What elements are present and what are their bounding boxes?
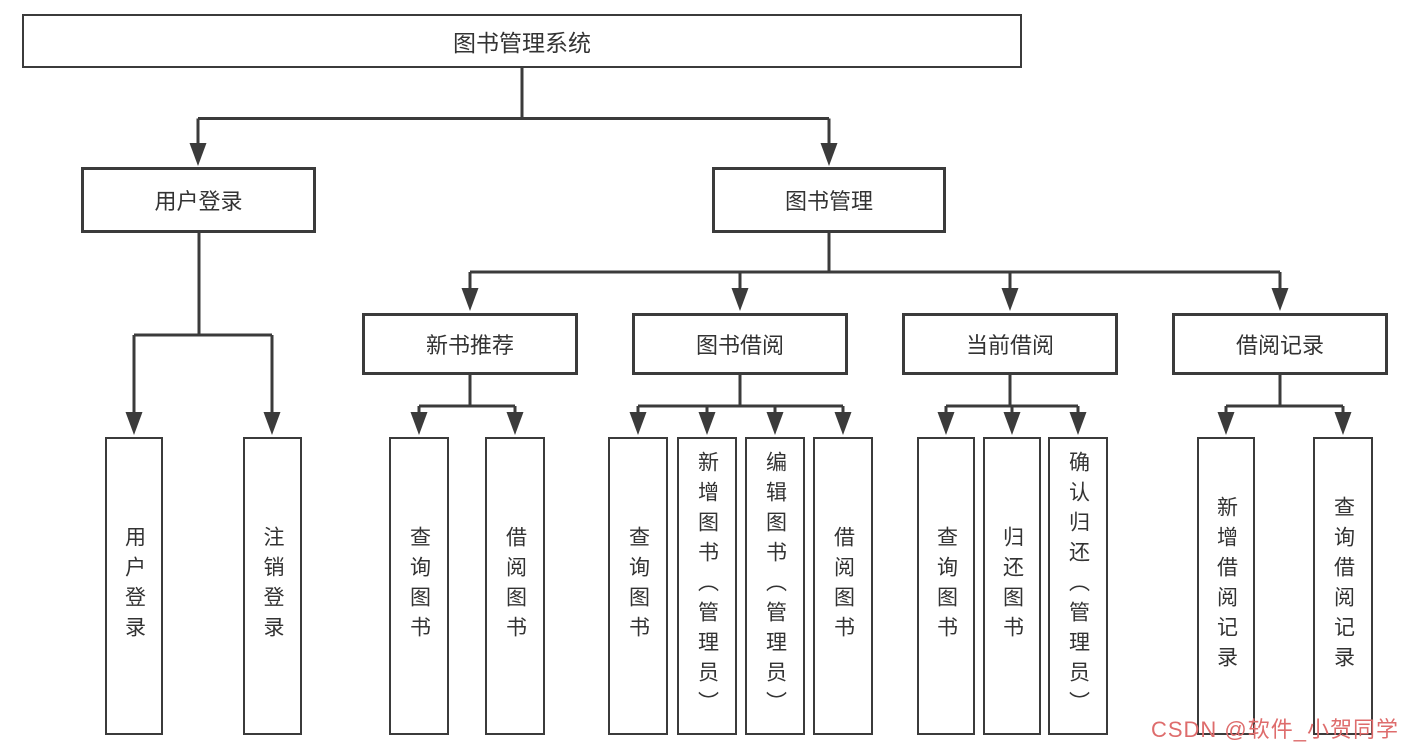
node-new-book-rec-label: 新书推荐 — [425, 333, 514, 358]
leaf-logout-login: 注销登录 — [243, 437, 302, 735]
leaf-cb-query-books-label: 查询图书 — [934, 526, 958, 646]
connector-user-login-branch — [125, 233, 281, 435]
leaf-cb-return-books: 归还图书 — [983, 437, 1041, 735]
leaf-user-login-label: 用户登录 — [122, 526, 146, 646]
leaf-nbr-borrow-books-label: 借阅图书 — [503, 526, 527, 646]
leaf-cb-query-books: 查询图书 — [917, 437, 975, 735]
leaf-br-add-borrow-record-label: 新增借阅记录 — [1214, 496, 1238, 676]
leaf-nbr-borrow-books: 借阅图书 — [485, 437, 545, 735]
leaf-nbr-query-books-label: 查询图书 — [407, 526, 431, 646]
leaf-br-query-borrow-record: 查询借阅记录 — [1313, 437, 1373, 735]
connector-new-book-rec-branch — [410, 375, 524, 435]
node-borrow-records: 借阅记录 — [1172, 313, 1388, 375]
leaf-bb-add-books-admin-label: 新增图书（管理员） — [695, 451, 719, 721]
leaf-bb-edit-books-admin: 编辑图书（管理员） — [745, 437, 805, 735]
connector-borrow-records-branch — [1217, 375, 1352, 435]
connector-book-borrow-branch — [629, 375, 852, 435]
leaf-br-add-borrow-record: 新增借阅记录 — [1197, 437, 1255, 735]
node-book-borrow-label: 图书借阅 — [695, 333, 784, 358]
node-root-system: 图书管理系统 — [22, 14, 1022, 68]
node-current-borrow: 当前借阅 — [902, 313, 1118, 375]
leaf-cb-confirm-return-admin: 确认归还（管理员） — [1048, 437, 1108, 735]
leaf-cb-return-books-label: 归还图书 — [1000, 526, 1024, 646]
node-root-system-label: 图书管理系统 — [453, 30, 591, 56]
node-book-mgmt: 图书管理 — [712, 167, 946, 233]
node-new-book-rec: 新书推荐 — [362, 313, 578, 375]
leaf-bb-query-books-label: 查询图书 — [626, 526, 650, 646]
leaf-nbr-query-books: 查询图书 — [389, 437, 449, 735]
leaf-bb-borrow-books: 借阅图书 — [813, 437, 873, 735]
leaf-bb-edit-books-admin-label: 编辑图书（管理员） — [763, 451, 787, 721]
node-book-mgmt-label: 图书管理 — [784, 189, 873, 214]
node-current-borrow-label: 当前借阅 — [965, 333, 1054, 358]
watermark: CSDN @软件_小贺同学 — [1150, 717, 1399, 742]
connector-current-borrow-branch — [937, 375, 1087, 435]
node-user-login-label: 用户登录 — [154, 189, 243, 214]
leaf-logout-login-label: 注销登录 — [261, 526, 284, 646]
node-book-borrow: 图书借阅 — [632, 313, 848, 375]
leaf-br-query-borrow-record-label: 查询借阅记录 — [1331, 496, 1355, 676]
leaf-bb-query-books: 查询图书 — [608, 437, 668, 735]
connector-root-to-level2 — [189, 68, 838, 166]
node-borrow-records-label: 借阅记录 — [1235, 333, 1324, 358]
leaf-bb-add-books-admin: 新增图书（管理员） — [677, 437, 737, 735]
node-user-login: 用户登录 — [81, 167, 316, 233]
connector-book-mgmt-to-level3 — [461, 233, 1289, 311]
leaf-user-login: 用户登录 — [105, 437, 163, 735]
leaf-bb-borrow-books-label: 借阅图书 — [831, 526, 855, 646]
leaf-cb-confirm-return-admin-label: 确认归还（管理员） — [1066, 451, 1090, 721]
